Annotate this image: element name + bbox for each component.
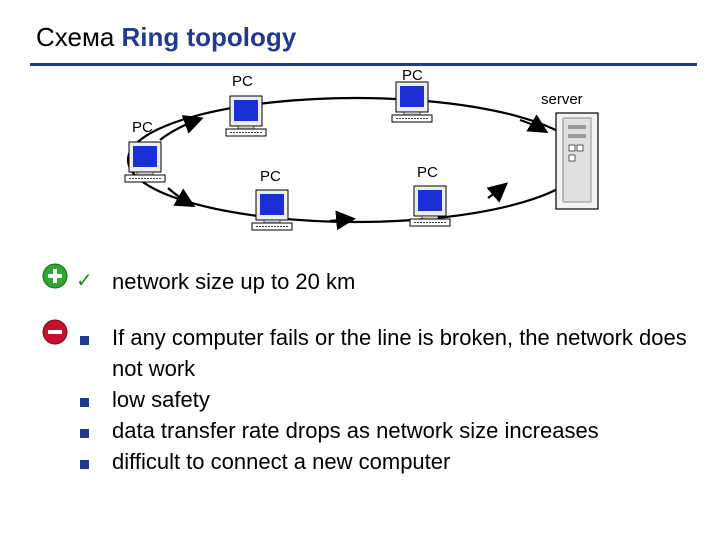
label-pc-top-left: PC	[232, 73, 253, 90]
pc-icon-bottom-right	[409, 185, 451, 227]
bullet-square-icon	[76, 322, 106, 353]
label-pc-bottom-left: PC	[260, 168, 281, 185]
page-title: Схема Ring topology	[36, 22, 296, 53]
list-item: ✓ network size up to 20 km	[76, 266, 676, 297]
disadvantages-list: If any computer fails or the line is bro…	[76, 322, 696, 477]
bullet-square-icon	[76, 446, 106, 477]
bullet-square-icon	[76, 384, 106, 415]
pc-icon-left	[124, 141, 166, 183]
pc-icon-top-left	[225, 95, 267, 137]
bullet-square-icon	[76, 415, 106, 446]
list-item: If any computer fails or the line is bro…	[76, 322, 696, 384]
minus-circle-icon	[42, 319, 68, 345]
disadvantage-text: data transfer rate drops as network size…	[112, 418, 599, 443]
label-server: server	[541, 91, 583, 108]
label-pc-left: PC	[132, 119, 153, 136]
server-icon	[555, 112, 599, 210]
title-part2: Ring topology	[121, 22, 297, 52]
pc-icon-top-right	[391, 81, 433, 123]
disadvantage-text: difficult to connect a new computer	[112, 449, 451, 474]
ring-arrow	[329, 210, 356, 231]
list-item: low safety	[76, 384, 696, 415]
list-item: difficult to connect a new computer	[76, 446, 696, 477]
advantages-list: ✓ network size up to 20 km	[76, 266, 676, 297]
title-underline	[30, 63, 697, 66]
ring-topology-diagram: PC PC server PC PC PC	[124, 67, 599, 231]
label-pc-bottom-right: PC	[417, 164, 438, 181]
label-pc-top-right: PC	[402, 67, 423, 84]
check-icon: ✓	[76, 270, 93, 292]
list-item: data transfer rate drops as network size…	[76, 415, 696, 446]
ring-arrow	[167, 187, 196, 207]
ring-arrow	[486, 182, 509, 203]
advantage-text: network size up to 20 km	[112, 269, 356, 294]
ring-arrow	[159, 115, 204, 141]
plus-circle-icon	[42, 263, 68, 289]
ring-line	[126, 96, 586, 224]
disadvantage-text: If any computer fails or the line is bro…	[112, 325, 687, 381]
pc-icon-bottom-left	[251, 189, 293, 231]
ring-arrow	[519, 114, 549, 134]
disadvantage-text: low safety	[112, 387, 210, 412]
title-part1: Схема	[36, 22, 115, 52]
